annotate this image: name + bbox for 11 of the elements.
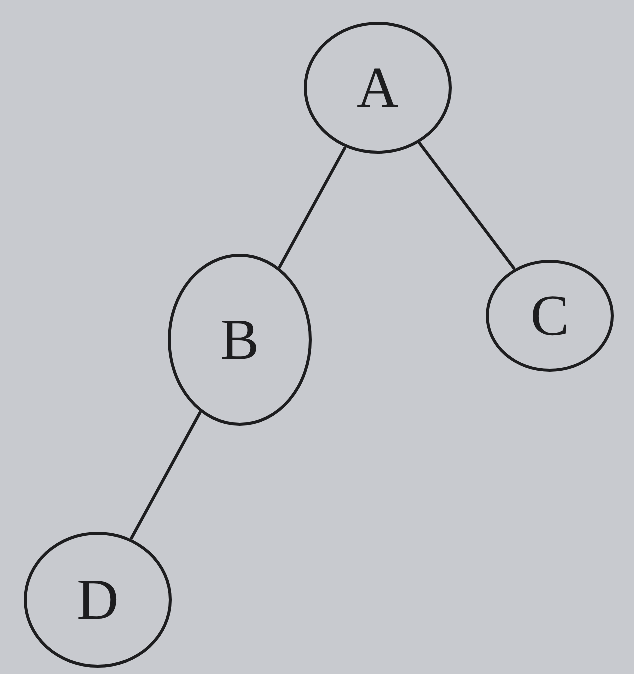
node-letter: D [77, 571, 119, 629]
connector-line [130, 411, 202, 540]
tree-node-circle [168, 254, 312, 426]
tree-node-circle [304, 22, 452, 154]
tree-node-circle [486, 260, 614, 372]
node-letter: A [357, 59, 399, 117]
tree-node-circle [24, 532, 172, 668]
node-letter: C [530, 287, 570, 345]
connector-line [418, 142, 516, 270]
connector-line [278, 146, 347, 269]
node-letter: B [220, 311, 260, 369]
